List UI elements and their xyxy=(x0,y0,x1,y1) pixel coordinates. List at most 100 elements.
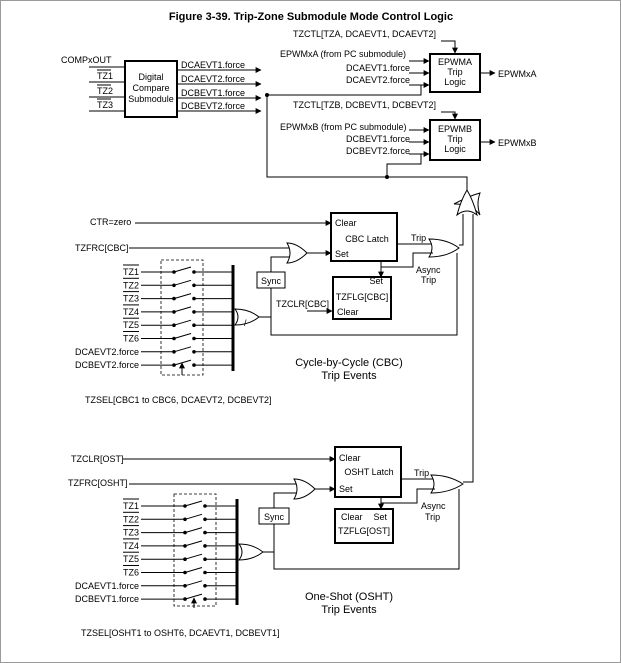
osht-tzfrc: TZFRC[OSHT] xyxy=(68,478,128,488)
osht-label-2: Trip Events xyxy=(321,604,377,616)
osht-latch-set: Set xyxy=(339,484,353,494)
cbc-tzsel: TZSEL[CBC1 to CBC6, DCAEVT2, DCBEVT2] xyxy=(85,395,272,405)
osht-input-label: DCBEVT1.force xyxy=(75,594,139,604)
osht-switch-blade xyxy=(184,500,203,507)
dc-input-compxout: COMPxOUT xyxy=(61,55,112,65)
cbc-latch-clear: Clear xyxy=(335,218,357,228)
osht-label-1: One-Shot (OSHT) xyxy=(305,591,393,603)
cbc-tzflg-box xyxy=(332,276,392,320)
dc-out-dcaevt2: DCAEVT2.force xyxy=(181,74,245,84)
cbc-switch-blade xyxy=(173,266,192,273)
cbc-label-2: Trip Events xyxy=(321,370,377,382)
epwma-box-line1: EPWMA xyxy=(438,57,472,67)
osht-input-label: TZ1 xyxy=(123,501,139,511)
osht-tzflg-name: TZFLG[OST] xyxy=(338,526,390,536)
osht-tzsel: TZSEL[OSHT1 to OSHT6, DCAEVT1, DCBEVT1] xyxy=(81,628,280,638)
osht-input-label: TZ6 xyxy=(123,568,139,578)
osht-tzclr: TZCLR[OST] xyxy=(71,454,124,464)
cbc-switch-blade xyxy=(173,319,192,326)
osht-set-or-gate xyxy=(293,478,316,500)
cbc-input-label: TZ4 xyxy=(123,307,139,317)
cbc-input-label: DCBEVT2.force xyxy=(75,360,139,370)
cbc-latch-set: Set xyxy=(335,249,349,259)
osht-tzflg-box xyxy=(334,508,394,544)
osht-trip-label: Trip xyxy=(414,468,429,478)
cbc-switch-blade xyxy=(173,279,192,286)
final-or-gate-shape xyxy=(456,189,478,217)
epwmb-input-dcbevt2: DCBEVT2.force xyxy=(346,146,410,156)
cbc-switch-pivot xyxy=(172,310,176,314)
cbc-tzfrc: TZFRC[CBC] xyxy=(75,243,129,253)
cbc-set-or-gate xyxy=(286,242,308,264)
epwmb-group: TZCTL[TZB, DCBEVT1, DCBEVT2] EPWMxB (fro… xyxy=(280,100,537,161)
cbc-input-or-gate xyxy=(234,308,260,326)
figure-title: Figure 3-39. Trip-Zone Submodule Mode Co… xyxy=(169,11,453,23)
dc-box-line2: Compare xyxy=(132,83,169,93)
osht-tzflg-clear: Clear xyxy=(341,512,363,522)
dc-box-line1: Digital xyxy=(138,72,163,82)
epwma-group: TZCTL[TZA, DCAEVT1, DCAEVT2] EPWMxA (fro… xyxy=(280,29,537,93)
cbc-input-label: TZ5 xyxy=(123,320,139,330)
trip-feedback-lines xyxy=(265,85,481,483)
cbc-label-1: Cycle-by-Cycle (CBC) xyxy=(295,357,403,369)
epwmb-trip-logic-box xyxy=(429,119,481,161)
dc-out-dcbevt2: DCBEVT2.force xyxy=(181,101,245,111)
cbc-latch-box xyxy=(330,212,398,262)
cbc-tzflg-set: Set xyxy=(369,276,383,286)
cbc-switch-blade xyxy=(173,306,192,313)
osht-input-rows: TZ1TZ2TZ3TZ4TZ5TZ6DCAEVT1.forceDCBEVT1.f… xyxy=(75,498,237,604)
osht-input-label: TZ5 xyxy=(123,554,139,564)
dc-out-dcaevt1: DCAEVT1.force xyxy=(181,60,245,70)
cbc-group: CTR=zero TZFRC[CBC] Clear CBC Latch Set … xyxy=(75,212,460,405)
epwma-tzctl: TZCTL[TZA, DCAEVT1, DCAEVT2] xyxy=(293,29,436,39)
epwmb-box-line1: EPWMB xyxy=(438,124,472,134)
epwmb-output: EPWMxB xyxy=(498,138,537,148)
epwma-output: EPWMxA xyxy=(498,69,537,79)
osht-input-label: TZ2 xyxy=(123,514,139,524)
cbc-tzflg-clear: Clear xyxy=(337,307,359,317)
cbc-input-label: TZ3 xyxy=(123,294,139,304)
epwmb-input-pc: EPWMxB (from PC submodule) xyxy=(280,122,407,132)
epwma-input-dcaevt1: DCAEVT1.force xyxy=(346,63,410,73)
osht-switch-blade xyxy=(184,567,203,573)
osht-latch-name: OSHT Latch xyxy=(344,467,393,477)
dc-box-line3: Submodule xyxy=(128,94,174,104)
cbc-ctr-zero: CTR=zero xyxy=(90,217,131,227)
cbc-switch-blade xyxy=(173,346,192,353)
dc-submodule-box xyxy=(124,60,178,118)
epwmb-box-line3: Logic xyxy=(444,144,466,154)
cbc-trip-label: Trip xyxy=(411,233,426,243)
dc-out-dcbevt1: DCBEVT1.force xyxy=(181,88,245,98)
osht-switch-blade xyxy=(184,540,203,547)
cbc-input-label: TZ1 xyxy=(123,267,139,277)
osht-switch-blade xyxy=(184,580,203,587)
osht-input-label: TZ4 xyxy=(123,541,139,551)
epwma-input-dcaevt2: DCAEVT2.force xyxy=(346,75,410,85)
cbc-sync: Sync xyxy=(261,276,282,286)
osht-trip-or-gate xyxy=(430,474,464,494)
cbc-input-label: DCAEVT2.force xyxy=(75,347,139,357)
osht-async-2: Trip xyxy=(425,512,440,522)
cbc-async-1: Async xyxy=(416,265,441,275)
cbc-input-label: TZ6 xyxy=(123,334,139,344)
dc-input-tz2: TZ2 xyxy=(97,86,113,96)
osht-sync: Sync xyxy=(264,512,285,522)
osht-switch-blade xyxy=(184,553,203,560)
epwma-input-pc: EPWMxA (from PC submodule) xyxy=(280,49,406,59)
osht-input-label: TZ3 xyxy=(123,528,139,538)
dc-input-tz1: TZ1 xyxy=(97,71,113,81)
epwmb-box-line2: Trip xyxy=(447,134,462,144)
osht-async-1: Async xyxy=(421,501,446,511)
cbc-switch-bank xyxy=(160,259,204,376)
osht-switch-blade xyxy=(184,527,203,534)
cbc-tzflg-name: TZFLG[CBC] xyxy=(336,292,389,302)
osht-latch-box xyxy=(334,446,402,498)
osht-switch-bank xyxy=(173,493,217,607)
osht-latch-clear: Clear xyxy=(339,453,361,463)
osht-switch-blade xyxy=(184,593,203,600)
cbc-async-2: Trip xyxy=(421,275,436,285)
cbc-switch-blade xyxy=(173,333,192,339)
cbc-switch-pivot xyxy=(172,296,176,301)
